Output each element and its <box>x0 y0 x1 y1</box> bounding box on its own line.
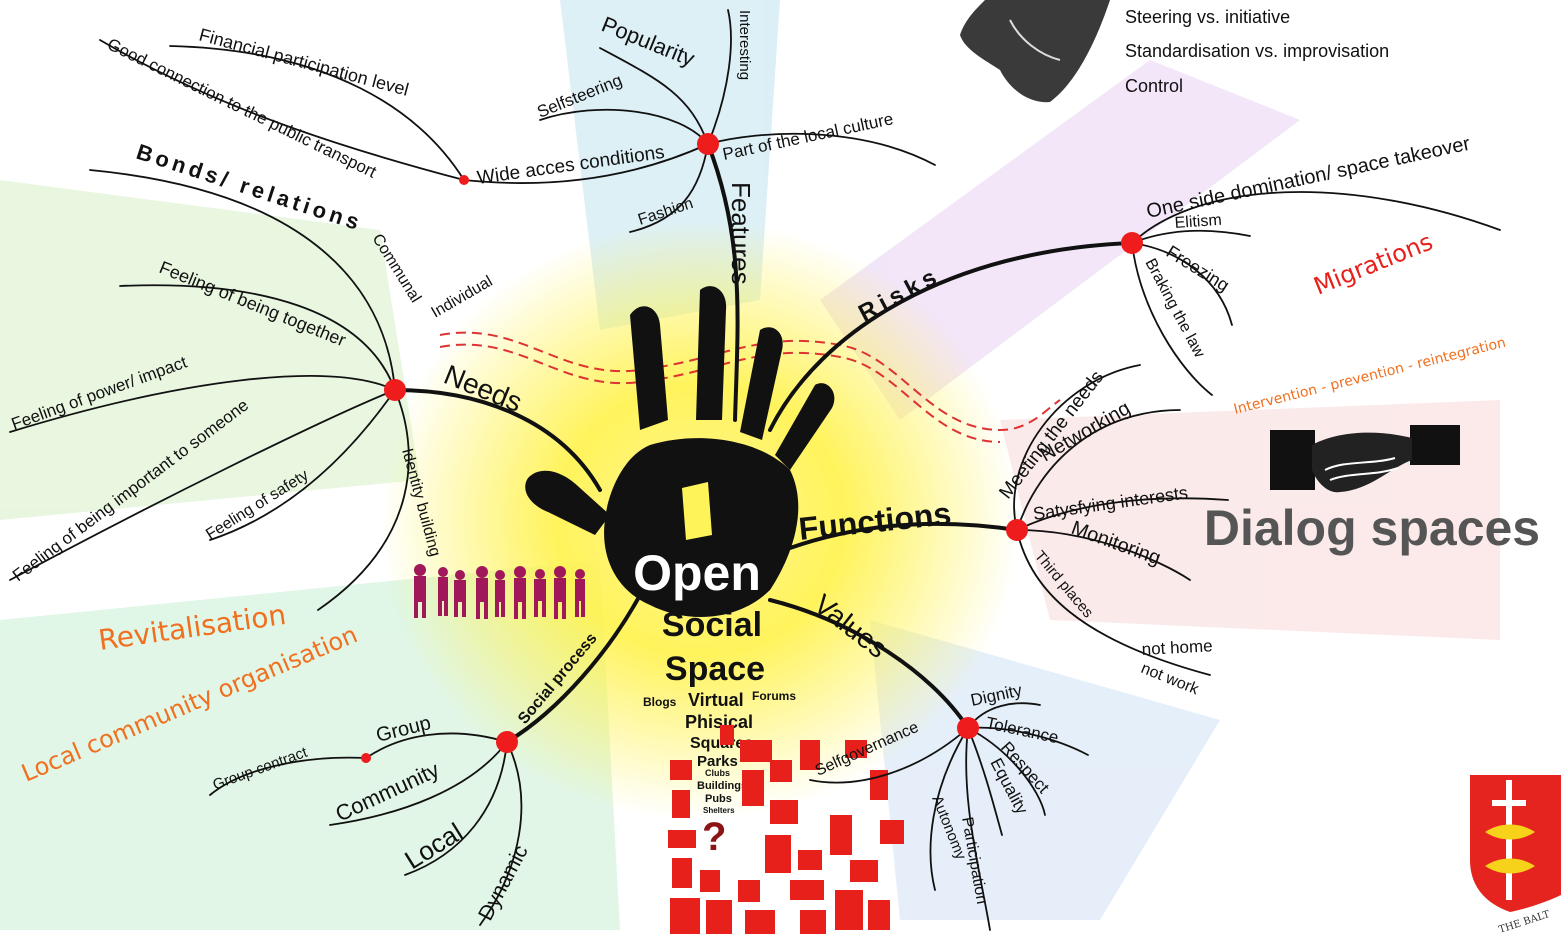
word-shelters: Shelters <box>703 806 735 815</box>
label-dialog-spaces: Dialog spaces <box>1204 500 1540 556</box>
word-blogs: Blogs <box>643 695 677 709</box>
title-open: Open <box>633 545 761 601</box>
center-title: Open Social Space <box>633 545 765 688</box>
functions-not-work: not work <box>1139 660 1202 699</box>
hand-window <box>682 482 712 540</box>
list-control: Control <box>1125 76 1183 96</box>
word-buildings: Buildings <box>697 780 747 792</box>
features-financial: Financial participation level <box>197 25 411 100</box>
city-map-image <box>668 725 904 934</box>
label-migrations: Migrations <box>1310 228 1437 301</box>
node-social-process <box>496 731 518 753</box>
word-pubs: Pubs <box>705 793 732 805</box>
people-icon <box>414 564 585 619</box>
functions-not-home: not home <box>1141 636 1213 659</box>
word-phisical: Phisical <box>685 712 753 732</box>
node-functions <box>1006 519 1028 541</box>
node-group <box>361 753 371 763</box>
word-virtual: Virtual <box>688 690 744 710</box>
title-social: Social <box>662 606 762 644</box>
list-steering: Steering vs. initiative <box>1125 7 1290 27</box>
node-values <box>957 717 979 739</box>
top-right-list: Steering vs. initiative Standardisation … <box>960 0 1389 103</box>
bust-image <box>960 0 1110 103</box>
word-question: ? <box>702 815 726 859</box>
title-space: Space <box>665 650 765 688</box>
node-features <box>697 133 719 155</box>
node-access <box>459 175 469 185</box>
word-parks: Parks <box>697 753 738 770</box>
seal-text: THE BALT <box>1498 909 1552 936</box>
risks-elitism: Elitism <box>1174 212 1222 232</box>
word-clubs: Clubs <box>705 768 730 778</box>
word-forums: Forums <box>752 689 796 703</box>
central-word-cloud: Blogs Virtual Forums Phisical Squares Pa… <box>643 689 796 859</box>
node-risks <box>1121 232 1143 254</box>
handshake-icon <box>1270 425 1460 493</box>
node-needs <box>384 379 406 401</box>
coat-of-arms-icon <box>1470 775 1561 912</box>
list-standardisation: Standardisation vs. improvisation <box>1125 41 1389 61</box>
features-interesting: Interesting <box>736 10 753 80</box>
dashed-wave <box>439 331 1061 432</box>
label-features: Features <box>726 182 756 285</box>
